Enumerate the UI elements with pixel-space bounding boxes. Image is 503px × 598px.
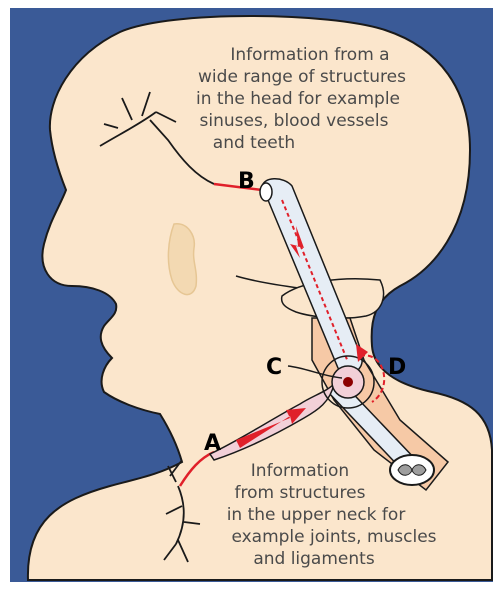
caption-top-line: and teeth [213, 133, 295, 153]
caption-top-line: sinuses, blood vessels [200, 111, 389, 131]
junction-dot [343, 377, 353, 387]
label-a: A [204, 431, 221, 456]
ganglion-b [260, 183, 272, 201]
label-c: C [266, 355, 282, 380]
caption-top-line: wide range of structures [198, 67, 406, 87]
caption-bottom-line: example joints, muscles [231, 527, 436, 547]
caption-bottom-line: Information [251, 461, 349, 481]
caption-bottom-line: in the upper neck for [227, 505, 406, 525]
caption-top-line: Information from a [230, 45, 389, 65]
caption-top-line: in the head for example [196, 89, 400, 109]
caption-bottom-line: from structures [235, 483, 366, 503]
caption-bottom-line: and ligaments [253, 549, 375, 569]
label-b: B [238, 169, 255, 194]
label-d: D [388, 355, 406, 380]
